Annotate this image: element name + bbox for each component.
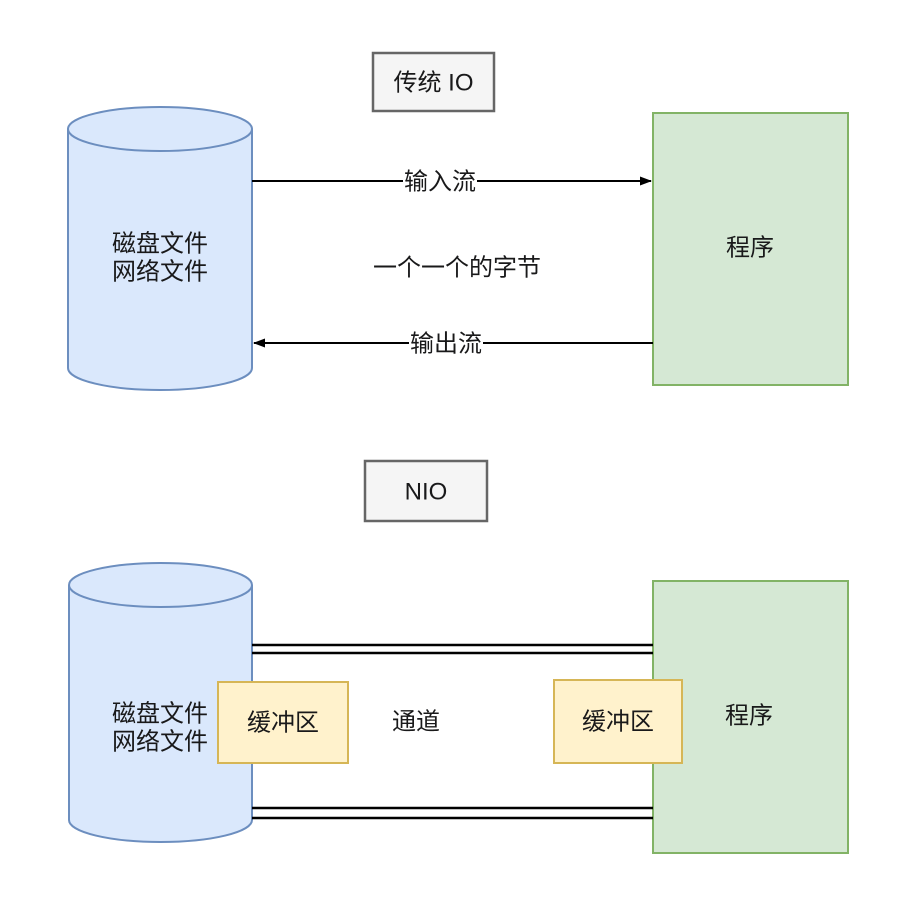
nio-title: NIO — [405, 479, 448, 506]
channel-label: 通道 — [392, 709, 440, 736]
nio-source-label-line1: 磁盘文件 — [112, 701, 208, 728]
traditional-source-label-line1: 磁盘文件 — [112, 231, 208, 258]
cylinder-body — [67, 106, 253, 391]
nio-program-label: 程序 — [725, 703, 773, 730]
traditional-program-label: 程序 — [726, 235, 774, 262]
program-rect — [652, 112, 849, 386]
nio-title-box — [363, 459, 489, 523]
cylinder-rim — [68, 584, 253, 608]
output-stream-label: 输出流 — [410, 331, 482, 358]
input-stream-arrow: 输入流 — [252, 167, 652, 196]
channel-lines — [252, 643, 653, 820]
traditional-io-title-box — [371, 51, 496, 113]
buffer-left-label: 缓冲区 — [247, 710, 319, 737]
nio-source-cylinder: 磁盘文件 网络文件 — [68, 562, 253, 843]
program-rect — [652, 580, 849, 854]
traditional-source-cylinder: 磁盘文件 网络文件 — [67, 106, 253, 391]
output-stream-arrow: 输出流 — [253, 329, 653, 358]
cylinder-body — [68, 562, 253, 843]
traditional-source-label-line2: 网络文件 — [112, 259, 208, 286]
output-stream-label-bg — [409, 329, 483, 357]
buffer-right-label: 缓冲区 — [582, 709, 654, 736]
traditional-program-box: 程序 — [652, 112, 849, 386]
byte-by-byte-note: 一个一个的字节 — [373, 255, 541, 282]
buffer-rect — [217, 681, 349, 764]
traditional-io-title: 传统 IO — [393, 70, 473, 97]
nio-source-label-line2: 网络文件 — [112, 729, 208, 756]
cylinder-rim — [67, 128, 253, 152]
nio-section: NIO 磁盘文件 网络文件 程序 通道 — [68, 459, 849, 854]
buffer-rect — [553, 679, 683, 764]
input-stream-label: 输入流 — [404, 169, 476, 196]
buffer-box-left: 缓冲区 — [217, 681, 349, 764]
traditional-io-section: 传统 IO 磁盘文件 网络文件 程序 输入流 一个一个的字节 — [67, 51, 849, 391]
input-stream-label-bg — [403, 167, 477, 195]
nio-program-box: 程序 — [652, 580, 849, 854]
buffer-box-right: 缓冲区 — [553, 679, 683, 764]
